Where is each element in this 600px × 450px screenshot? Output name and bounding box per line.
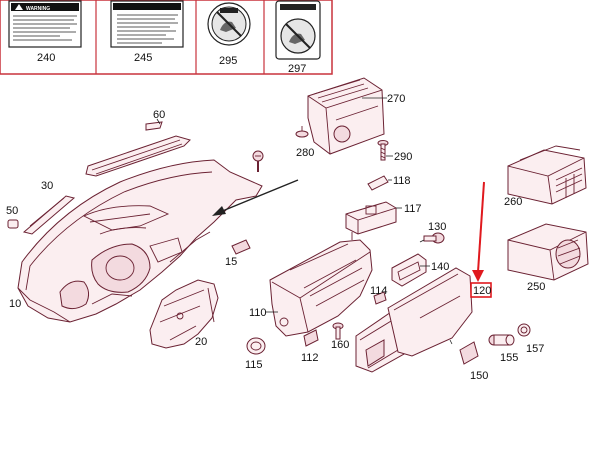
callout-30: 30 (41, 180, 53, 192)
glovebox-latch[interactable] (345, 201, 397, 240)
callout-297: 297 (288, 63, 306, 75)
highlight-box (470, 282, 492, 298)
callout-130: 130 (428, 221, 446, 233)
highlight-arrow (477, 181, 485, 273)
dashboard-body[interactable] (17, 159, 263, 323)
screw[interactable] (377, 140, 389, 161)
warning-label-panel: WARNING 240 245 (0, 0, 333, 75)
no-symbol-icon (285, 23, 311, 49)
fastener[interactable] (252, 150, 264, 172)
bumper[interactable] (303, 329, 319, 347)
side-air-vent-lower[interactable] (507, 223, 589, 281)
warning-label-295[interactable]: 295 (207, 2, 251, 67)
callout-110: 110 (249, 307, 267, 319)
lock-cylinder[interactable] (488, 334, 515, 346)
retainer-clip[interactable] (373, 291, 387, 305)
callout-117: 117 (404, 203, 422, 215)
callout-20: 20 (195, 336, 207, 348)
clip[interactable] (231, 239, 251, 255)
assembly-arrow (212, 179, 299, 216)
callout-260: 260 (504, 196, 522, 208)
glovebox-door[interactable] (387, 267, 479, 365)
warning-triangle-icon (15, 4, 23, 10)
glovebox-lamp[interactable] (391, 253, 427, 287)
callout-140: 140 (431, 261, 449, 273)
callout-112: 112 (301, 352, 319, 364)
child-seat-icon (289, 33, 305, 44)
side-air-vent-upper[interactable] (507, 145, 587, 205)
glovebox-housing[interactable] (269, 239, 373, 337)
callout-280: 280 (296, 147, 314, 159)
no-symbol-icon (216, 11, 242, 37)
highlight-arrowhead (472, 270, 484, 282)
warning-label-240[interactable]: WARNING 240 (8, 0, 82, 64)
callout-295: 295 (219, 55, 237, 67)
callout-10: 10 (9, 298, 21, 310)
pin[interactable] (332, 322, 344, 340)
callout-50: 50 (6, 205, 18, 217)
warning-label-297[interactable]: 297 (275, 0, 321, 75)
stud[interactable] (367, 175, 392, 191)
callout-290: 290 (394, 151, 412, 163)
callout-157: 157 (526, 343, 544, 355)
callout-150: 150 (470, 370, 488, 382)
callout-115: 115 (245, 359, 263, 371)
callout-114: 114 (370, 285, 388, 297)
callout-160: 160 (331, 339, 349, 351)
callout-60: 60 (153, 109, 165, 121)
air-vent-housing[interactable] (307, 77, 385, 155)
callout-245: 245 (134, 52, 152, 64)
grommet[interactable] (246, 337, 266, 355)
callout-240: 240 (37, 52, 55, 64)
knob[interactable] (423, 232, 445, 244)
side-trim[interactable] (22, 195, 76, 235)
callout-120: 120 (473, 285, 491, 297)
washer[interactable] (295, 126, 309, 138)
callout-118: 118 (393, 175, 411, 187)
lock-ring[interactable] (517, 323, 531, 337)
callout-155: 155 (500, 352, 518, 364)
warning-heading: WARNING (26, 6, 50, 12)
defroster-strip[interactable] (85, 121, 191, 177)
highlight-callout-120[interactable]: 120 (470, 181, 492, 298)
callout-15: 15 (225, 256, 237, 268)
warning-label-245[interactable]: 245 (110, 0, 184, 64)
child-seat-icon (220, 21, 236, 32)
center-support-bracket[interactable] (149, 279, 219, 349)
callout-270: 270 (387, 93, 405, 105)
callout-250: 250 (527, 281, 545, 293)
end-cap[interactable] (7, 219, 19, 229)
